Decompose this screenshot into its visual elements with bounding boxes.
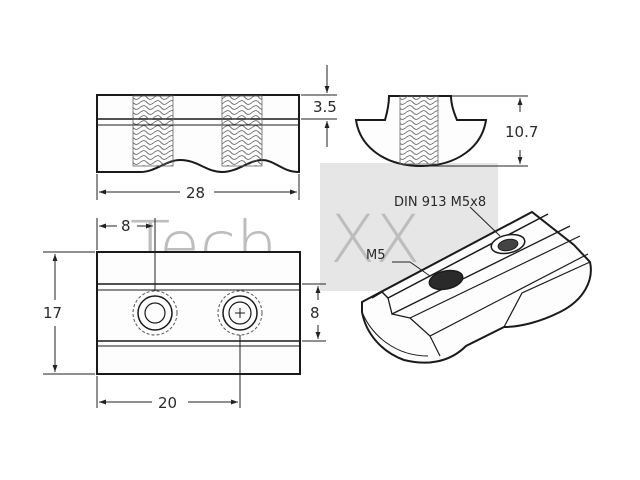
dimension-8-right bbox=[302, 283, 326, 342]
isometric-view bbox=[361, 210, 592, 364]
dimension-20 bbox=[96, 335, 241, 408]
dimension-8-top bbox=[96, 218, 156, 291]
annotation-screw-spec: DIN 913 M5x8 bbox=[394, 195, 486, 210]
annotation-thread: M5 bbox=[366, 248, 386, 263]
side-view bbox=[96, 94, 300, 174]
end-view bbox=[354, 95, 488, 168]
dimension-8-right-label: 8 bbox=[310, 304, 320, 322]
dimension-28 bbox=[96, 174, 300, 200]
dimension-3-5-label: 3.5 bbox=[313, 98, 337, 116]
dimension-17-label: 17 bbox=[43, 304, 62, 322]
dimension-10-7 bbox=[424, 95, 528, 167]
dimension-28-label: 28 bbox=[186, 184, 205, 202]
dimension-3-5 bbox=[301, 65, 337, 147]
dimension-20-label: 20 bbox=[158, 394, 177, 412]
dimension-10-7-label: 10.7 bbox=[505, 123, 538, 141]
annotation-leaders bbox=[392, 206, 501, 277]
watermark-xx: XX bbox=[330, 201, 420, 278]
dimension-8-top-label: 8 bbox=[121, 217, 131, 235]
plan-view bbox=[96, 251, 301, 375]
dimension-17 bbox=[43, 251, 95, 375]
